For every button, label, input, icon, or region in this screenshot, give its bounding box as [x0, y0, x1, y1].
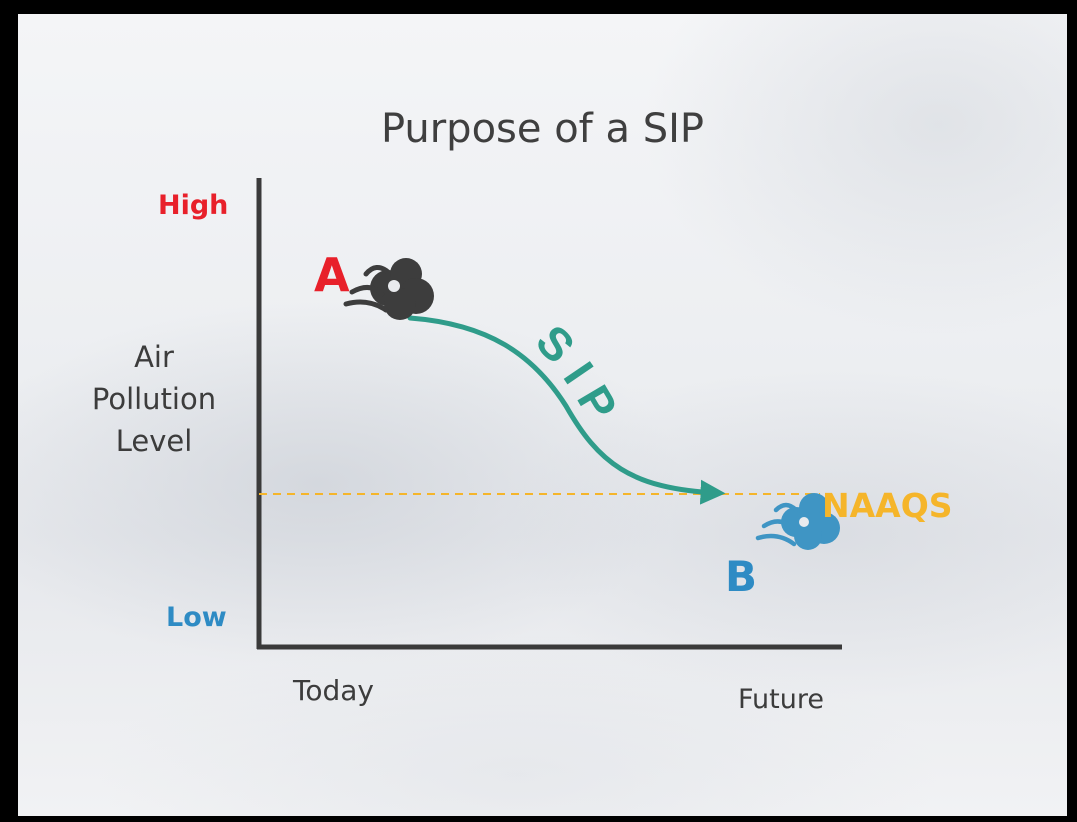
diagram-title: Purpose of a SIP [380, 106, 705, 152]
x-axis-end-label: Future [738, 684, 824, 715]
point-b-label: B [725, 552, 758, 601]
smoke-cloud-icon [755, 493, 840, 550]
slide: S I P Purpose of a SIP High Low Ai [18, 14, 1067, 816]
y-axis-title: Air Pollution Level [91, 340, 217, 458]
naaqs-threshold-label: NAAQS [822, 486, 953, 525]
y-axis-low-label: Low [166, 602, 227, 633]
smoke-cloud-icon [343, 258, 434, 320]
sip-path-arrow [407, 315, 726, 505]
x-axis-start-label: Today [293, 674, 374, 707]
diagram-canvas: S I P [256, 178, 842, 650]
point-a-label: A [314, 248, 350, 302]
y-axis-high-label: High [158, 190, 229, 221]
